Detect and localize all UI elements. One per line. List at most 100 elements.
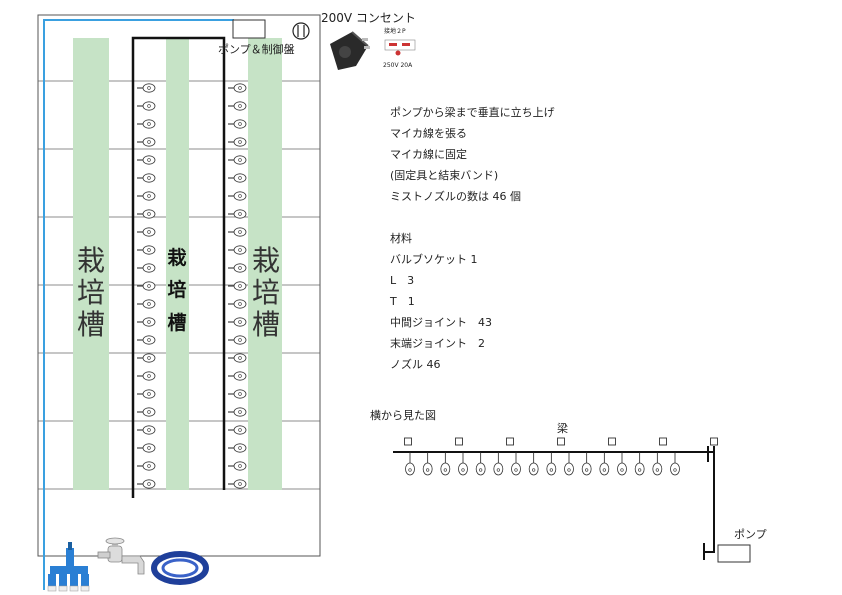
material-2: L 3 xyxy=(390,274,415,287)
tank-left-label: 栽 培 槽 xyxy=(77,244,105,341)
material-1: バルブソケット 1 xyxy=(390,253,478,266)
faucet-icon xyxy=(97,537,145,575)
tank-left-char-1: 栽 xyxy=(77,244,105,277)
nozzle-icon xyxy=(228,227,247,237)
steps-list: ポンプから梁まで垂直に立ち上げ マイカ線を張る マイカ線に固定 (固定具と結束バ… xyxy=(390,102,555,207)
nozzle-icon xyxy=(137,155,156,165)
hose-reel-icon xyxy=(151,551,209,585)
side-pump-box xyxy=(717,544,751,563)
beam-hanger-marker xyxy=(659,437,667,446)
nozzle-icon xyxy=(228,83,247,93)
water-supply-pipe xyxy=(43,19,234,590)
materials-list: 材料 バルブソケット 1 L 3 T 1 中間ジョイント 43 末端ジョイント … xyxy=(390,228,492,375)
side-nozzle xyxy=(634,452,645,476)
nozzle-icon xyxy=(137,173,156,183)
nozzle-icon xyxy=(228,407,247,417)
nozzle-icon xyxy=(137,461,156,471)
material-4: 中間ジョイント 43 xyxy=(390,316,492,329)
tank-right-char-2: 培 xyxy=(252,276,280,309)
nozzle-icon xyxy=(228,245,247,255)
nozzle-column-left xyxy=(137,83,156,489)
step-5: ミストノズルの数は 46 個 xyxy=(390,190,521,203)
beam-hanger-marker xyxy=(608,437,616,446)
nozzle-icon xyxy=(228,299,247,309)
side-nozzle-row xyxy=(405,452,680,476)
side-nozzle xyxy=(511,452,521,476)
nozzle-icon xyxy=(137,245,156,255)
beam-hanger-marker xyxy=(710,437,718,446)
nozzle-icon xyxy=(137,263,156,273)
plug-label-bottom: 250V 20A xyxy=(383,62,413,69)
nozzle-icon xyxy=(228,443,247,453)
material-6: ノズル 46 xyxy=(390,358,441,371)
side-nozzle xyxy=(546,452,557,476)
beam-markers xyxy=(404,437,718,446)
beam-label: 梁 xyxy=(557,421,568,435)
nozzle-icon xyxy=(228,425,247,435)
beam-hanger-marker xyxy=(455,437,463,446)
nozzle-icon xyxy=(228,317,247,327)
tank-right-char-3: 槽 xyxy=(252,308,280,341)
nozzle-icon xyxy=(228,479,247,489)
nozzle-icon xyxy=(228,263,247,273)
nozzle-icon xyxy=(137,137,156,147)
side-nozzle xyxy=(599,452,610,476)
beam-hanger-marker xyxy=(404,437,412,446)
side-nozzle xyxy=(617,452,627,476)
side-nozzle xyxy=(440,452,451,476)
nozzle-icon xyxy=(228,101,247,111)
step-2: マイカ線を張る xyxy=(390,127,467,140)
side-view-title: 横から見た図 xyxy=(370,408,436,422)
nozzle-column-right xyxy=(228,83,247,489)
tank-right xyxy=(248,38,282,490)
step-3: マイカ線に固定 xyxy=(390,148,467,161)
nozzle-icon xyxy=(137,353,156,363)
nozzle-icon xyxy=(137,209,156,219)
pump-label: ポンプ xyxy=(734,528,767,541)
nozzle-icon xyxy=(137,191,156,201)
nozzle-icon xyxy=(137,335,156,345)
side-nozzle xyxy=(475,452,486,476)
nozzle-icon xyxy=(137,425,156,435)
tank-left xyxy=(73,38,109,490)
step-4: (固定具と結束バンド) xyxy=(390,169,499,182)
nozzle-icon xyxy=(228,335,247,345)
nozzle-icon xyxy=(228,173,247,183)
side-nozzle xyxy=(670,452,680,476)
tank-middle-label: 栽 培 槽 xyxy=(167,246,186,334)
nozzle-icon xyxy=(228,389,247,399)
side-nozzle xyxy=(581,452,592,476)
nozzle-icon xyxy=(137,227,156,237)
nozzle-icon xyxy=(228,281,247,291)
materials-title: 材料 xyxy=(390,232,412,245)
tank-mid-char-2: 培 xyxy=(167,278,186,301)
control-panel-label: ポンプ＆制御盤 xyxy=(218,42,295,56)
nozzle-icon xyxy=(137,101,156,111)
nozzle-icon xyxy=(137,479,156,489)
side-nozzle xyxy=(564,452,574,476)
plug-icon xyxy=(330,31,370,70)
nozzle-icon xyxy=(228,371,247,381)
nozzle-icon xyxy=(228,155,247,165)
side-view: 横から見た図 梁 ポンプ xyxy=(370,408,767,563)
nozzle-icon xyxy=(137,371,156,381)
tank-right-char-1: 栽 xyxy=(252,244,280,277)
power-outlet-block: 200V コンセント 接地２P 250V 20A xyxy=(321,11,416,70)
nozzle-icon xyxy=(137,299,156,309)
plan-view: ポンプ＆制御盤 栽 培 槽 栽 培 槽 栽 培 槽 xyxy=(37,14,321,592)
tank-left-char-2: 培 xyxy=(77,276,105,309)
nozzle-icon xyxy=(137,317,156,327)
material-5: 末端ジョイント 2 xyxy=(390,337,485,350)
pump-panel-box xyxy=(232,19,266,39)
nozzle-icon xyxy=(228,191,247,201)
power-title: 200V コンセント xyxy=(321,11,416,25)
nozzle-icon xyxy=(137,407,156,417)
nozzle-icon xyxy=(137,119,156,129)
nozzle-icon xyxy=(137,443,156,453)
nozzle-icon xyxy=(137,281,156,291)
nozzle-icon xyxy=(137,389,156,399)
step-1: ポンプから梁まで垂直に立ち上げ xyxy=(390,106,555,119)
nozzle-icon xyxy=(228,209,247,219)
mist-line-main xyxy=(131,36,226,498)
